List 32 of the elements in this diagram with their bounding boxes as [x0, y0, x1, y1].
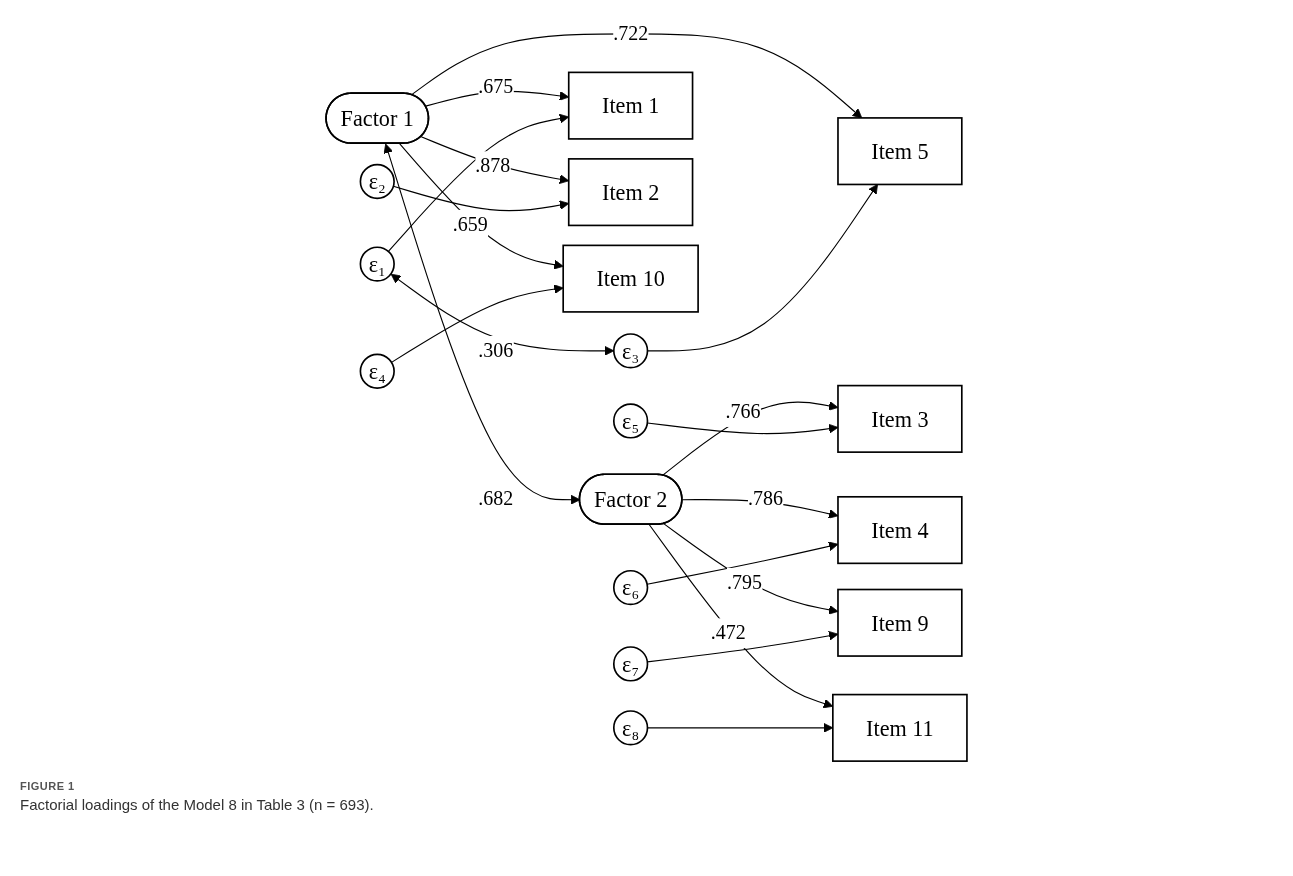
figure-number: FIGURE 1 [20, 780, 76, 792]
node-box: Item 10 [562, 244, 699, 313]
figure-caption: Factorial loadings of the Model 8 in Table 3 (n = 693). [20, 796, 374, 813]
node-circle: ε₂ [359, 163, 395, 200]
node-circle: ε₄ [359, 353, 395, 389]
edge-label: .722 [613, 22, 649, 45]
edge-label: .766 [725, 400, 761, 423]
edge-label: .786 [748, 487, 783, 510]
node-box: Item 9 [837, 588, 963, 657]
arrow [399, 143, 564, 270]
edge-label: .675 [478, 75, 514, 98]
node-circle: ε₈ [612, 710, 649, 746]
arrow [391, 284, 564, 363]
node-box: Item 5 [837, 117, 963, 186]
node-circle: ε₅ [612, 403, 649, 439]
edge-label: .682 [478, 487, 514, 510]
node-circle: ε₆ [612, 569, 649, 606]
node-circle: ε₁ [359, 246, 395, 282]
edge-label: .878 [475, 154, 511, 177]
node-circle: ε₇ [612, 646, 649, 682]
node-box: Item 2 [567, 158, 694, 227]
node-box: Item 3 [837, 384, 963, 453]
edge-label: .472 [710, 621, 746, 644]
arrow [410, 33, 863, 119]
edge-label: .306 [478, 339, 514, 362]
arrow [390, 273, 615, 356]
node-circle: ε₃ [612, 333, 649, 369]
node-box: Item 4 [837, 496, 963, 565]
node-box: Item 11 [832, 693, 968, 762]
edge-label: .795 [727, 571, 762, 594]
edge-label: .659 [452, 212, 488, 236]
node-box: Item 1 [567, 71, 694, 140]
